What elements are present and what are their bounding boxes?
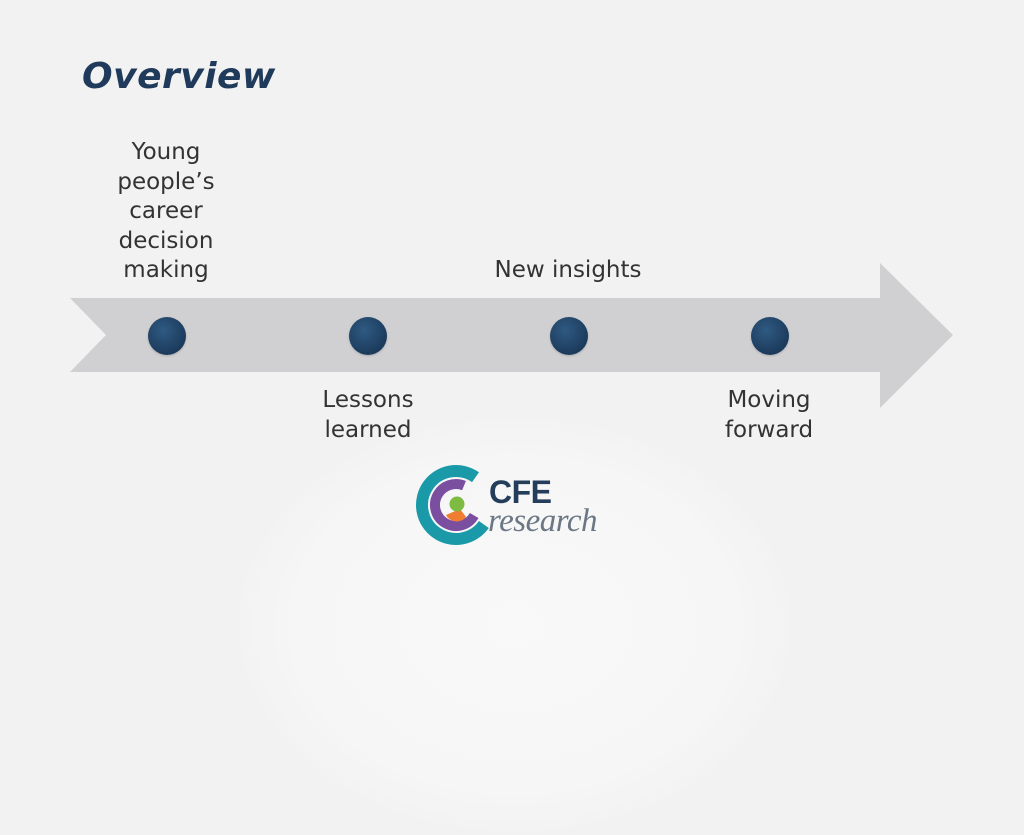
timeline-dot-2 (349, 317, 387, 355)
milestone-label-new-insights: New insights (494, 257, 642, 283)
logo-main-text: CFE (489, 474, 552, 510)
milestone-label-lessons-learned: Lessons learned (322, 387, 414, 443)
milestone-label-moving-forward: Moving forward (724, 387, 814, 443)
timeline-dot-3 (550, 317, 588, 355)
timeline-dot-1 (148, 317, 186, 355)
slide-title: Overview (82, 56, 276, 97)
cfe-logo-icon (416, 465, 496, 545)
timeline-arrow (70, 263, 953, 408)
cfe-research-logo: CFE research (414, 463, 614, 547)
logo-sub-text: research (488, 503, 598, 539)
timeline-dot-4 (751, 317, 789, 355)
right-arrow-icon (70, 263, 953, 408)
milestone-label-young-people: Young people’s career decision making (117, 139, 215, 283)
